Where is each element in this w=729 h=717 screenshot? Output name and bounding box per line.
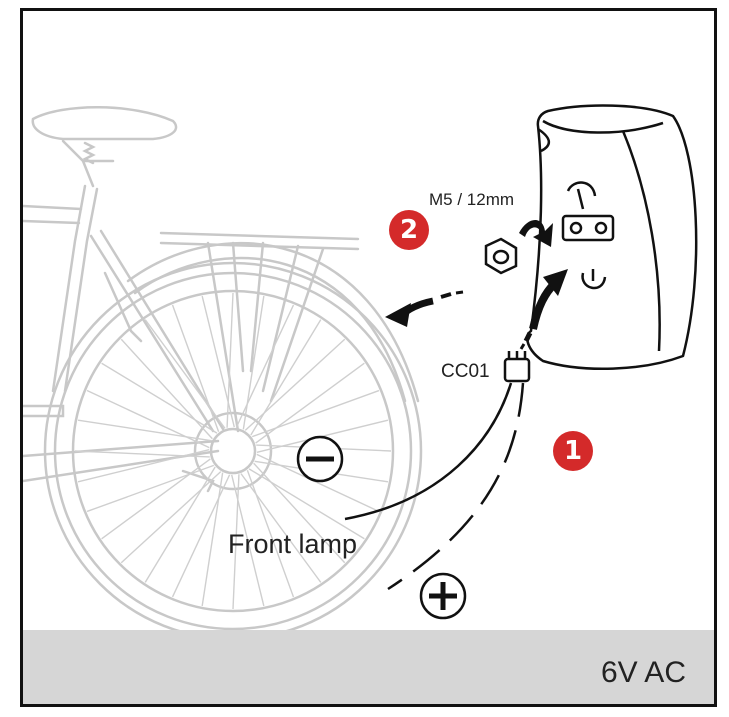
spoke [120,338,213,440]
spoke [201,295,235,428]
spoke [242,295,265,430]
spoke [251,389,380,438]
bolt-size-label: M5 / 12mm [429,190,515,209]
bicycle-illustration [23,104,698,641]
spoke [77,419,212,442]
connector-icon [503,351,531,383]
wheel-spokes [74,292,392,610]
spoke [77,449,210,483]
insert-arrow-icon [519,269,568,350]
spoke [231,474,265,607]
plus-terminal-icon [419,572,467,620]
spoke [256,453,380,513]
footer-band: 6V AC [23,630,714,704]
spoke [244,338,346,431]
spoke [86,464,215,513]
step-1-badge: 1 [553,431,593,471]
rotate-arrow-icon [519,219,553,247]
spoke [255,362,365,444]
spoke [101,458,211,540]
spoke [74,450,210,458]
front-lamp-label: Front lamp [228,529,358,559]
voltage-label: 6V AC [600,656,686,689]
spoke [248,468,365,540]
spoke [201,472,224,607]
diagram-frame: 6V AC M5 / 12mm CC01 Front lamp 2 1 [20,8,717,707]
spoke [144,466,216,583]
spoke [235,304,295,428]
bicycle-outline [23,106,423,641]
spoke [86,389,210,449]
spoke [232,474,240,610]
minus-terminal-icon [296,435,344,483]
spoke [253,462,346,564]
connector-label: CC01 [441,361,490,382]
spoke [120,471,222,564]
step-2-badge: 2 [389,210,429,250]
rear-lamp-icon [526,104,698,371]
spoke [144,319,226,429]
spoke [171,474,231,598]
spoke [101,362,218,434]
spoke [250,319,322,436]
spoke [226,292,234,428]
spoke [171,304,220,433]
spoke [240,473,322,583]
nut-icon [484,237,518,275]
direction-arrow-icon [385,290,464,327]
wires [344,382,525,591]
spoke [246,469,295,598]
